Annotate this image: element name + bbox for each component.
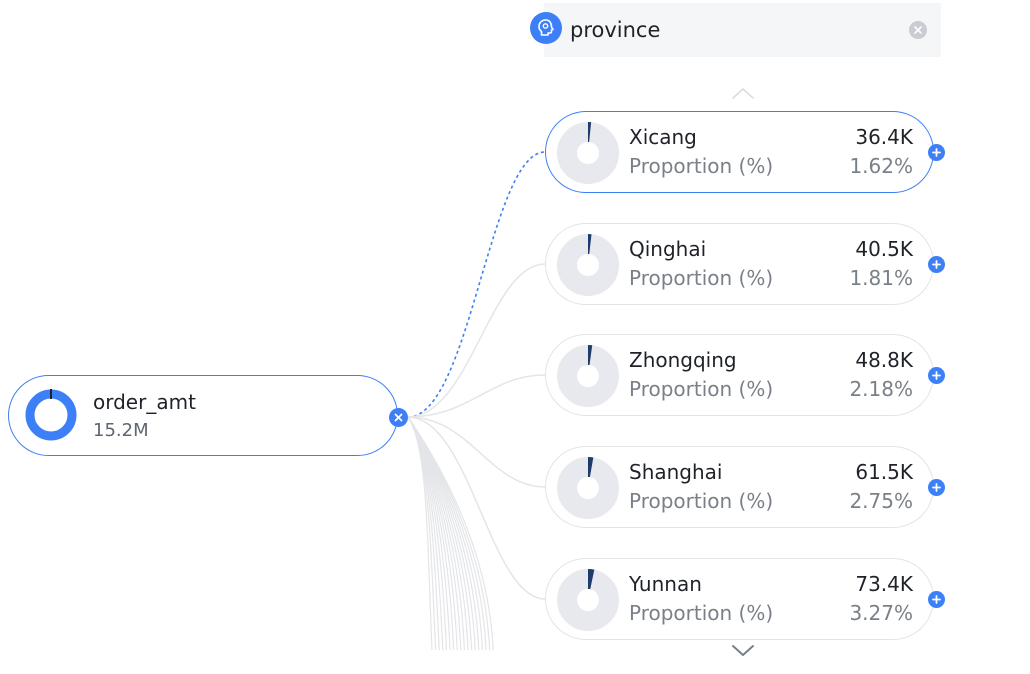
collapse-root-icon[interactable] bbox=[389, 408, 408, 427]
child-name: Shanghai bbox=[629, 460, 723, 484]
child-node[interactable]: Qinghai 40.5K Proportion (%) 1.81% bbox=[545, 223, 934, 305]
root-node[interactable]: order_amt 15.2M bbox=[8, 375, 398, 456]
scroll-down-icon[interactable] bbox=[731, 644, 755, 658]
link-line bbox=[407, 151, 546, 418]
pie-slice bbox=[588, 234, 592, 255]
dimension-header-bg bbox=[544, 3, 941, 57]
pie-slice bbox=[588, 457, 594, 478]
proportion-label: Proportion (%) bbox=[629, 377, 774, 401]
expand-node-icon[interactable] bbox=[928, 144, 945, 161]
dimension-title: province bbox=[570, 18, 661, 42]
proportion-value: 1.62% bbox=[849, 154, 913, 178]
proportion-label: Proportion (%) bbox=[629, 489, 774, 513]
root-metric-name: order_amt bbox=[93, 390, 196, 414]
proportion-value: 2.18% bbox=[849, 377, 913, 401]
proportion-value: 2.75% bbox=[849, 489, 913, 513]
child-value: 48.8K bbox=[855, 348, 913, 372]
pie-slice bbox=[588, 569, 595, 590]
proportion-value: 1.81% bbox=[849, 266, 913, 290]
pie-slice bbox=[588, 122, 592, 143]
child-node[interactable]: Shanghai 61.5K Proportion (%) 2.75% bbox=[545, 446, 934, 528]
proportion-label: Proportion (%) bbox=[629, 154, 774, 178]
child-value: 40.5K bbox=[855, 237, 913, 261]
proportion-pie-chart bbox=[557, 569, 619, 631]
link-line bbox=[407, 416, 546, 600]
child-value: 73.4K bbox=[855, 572, 913, 596]
proportion-label: Proportion (%) bbox=[629, 266, 774, 290]
expand-node-icon[interactable] bbox=[928, 367, 945, 384]
proportion-pie-chart bbox=[557, 457, 619, 519]
proportion-pie-chart bbox=[557, 122, 619, 184]
proportion-pie-chart bbox=[557, 234, 619, 296]
proportion-value: 3.27% bbox=[849, 601, 913, 625]
link-line bbox=[407, 263, 546, 418]
child-node[interactable]: Zhongqing 48.8K Proportion (%) 2.18% bbox=[545, 334, 934, 416]
proportion-label: Proportion (%) bbox=[629, 601, 774, 625]
dimension-header: province bbox=[528, 3, 941, 57]
expand-node-icon[interactable] bbox=[928, 479, 945, 496]
child-node[interactable]: Yunnan 73.4K Proportion (%) 3.27% bbox=[545, 558, 934, 640]
link-line bbox=[407, 416, 546, 488]
link-line bbox=[407, 416, 494, 651]
child-value: 61.5K bbox=[855, 460, 913, 484]
root-metric-value: 15.2M bbox=[93, 420, 149, 441]
link-line bbox=[407, 374, 546, 418]
link-line bbox=[407, 416, 465, 651]
child-name: Qinghai bbox=[629, 237, 707, 261]
child-node[interactable]: Xicang 36.4K Proportion (%) 1.62% bbox=[545, 111, 934, 193]
root-ring-chart bbox=[25, 389, 77, 441]
child-name: Yunnan bbox=[629, 572, 702, 596]
child-name: Zhongqing bbox=[629, 348, 737, 372]
link-line bbox=[407, 416, 480, 651]
child-value: 36.4K bbox=[855, 125, 913, 149]
proportion-pie-chart bbox=[557, 345, 619, 407]
expand-node-icon[interactable] bbox=[928, 256, 945, 273]
pie-slice bbox=[588, 345, 593, 366]
clear-dimension-icon[interactable] bbox=[909, 21, 927, 39]
expand-node-icon[interactable] bbox=[928, 591, 945, 608]
child-name: Xicang bbox=[629, 125, 697, 149]
scroll-up-icon[interactable] bbox=[731, 86, 755, 100]
dimension-icon bbox=[530, 12, 562, 44]
